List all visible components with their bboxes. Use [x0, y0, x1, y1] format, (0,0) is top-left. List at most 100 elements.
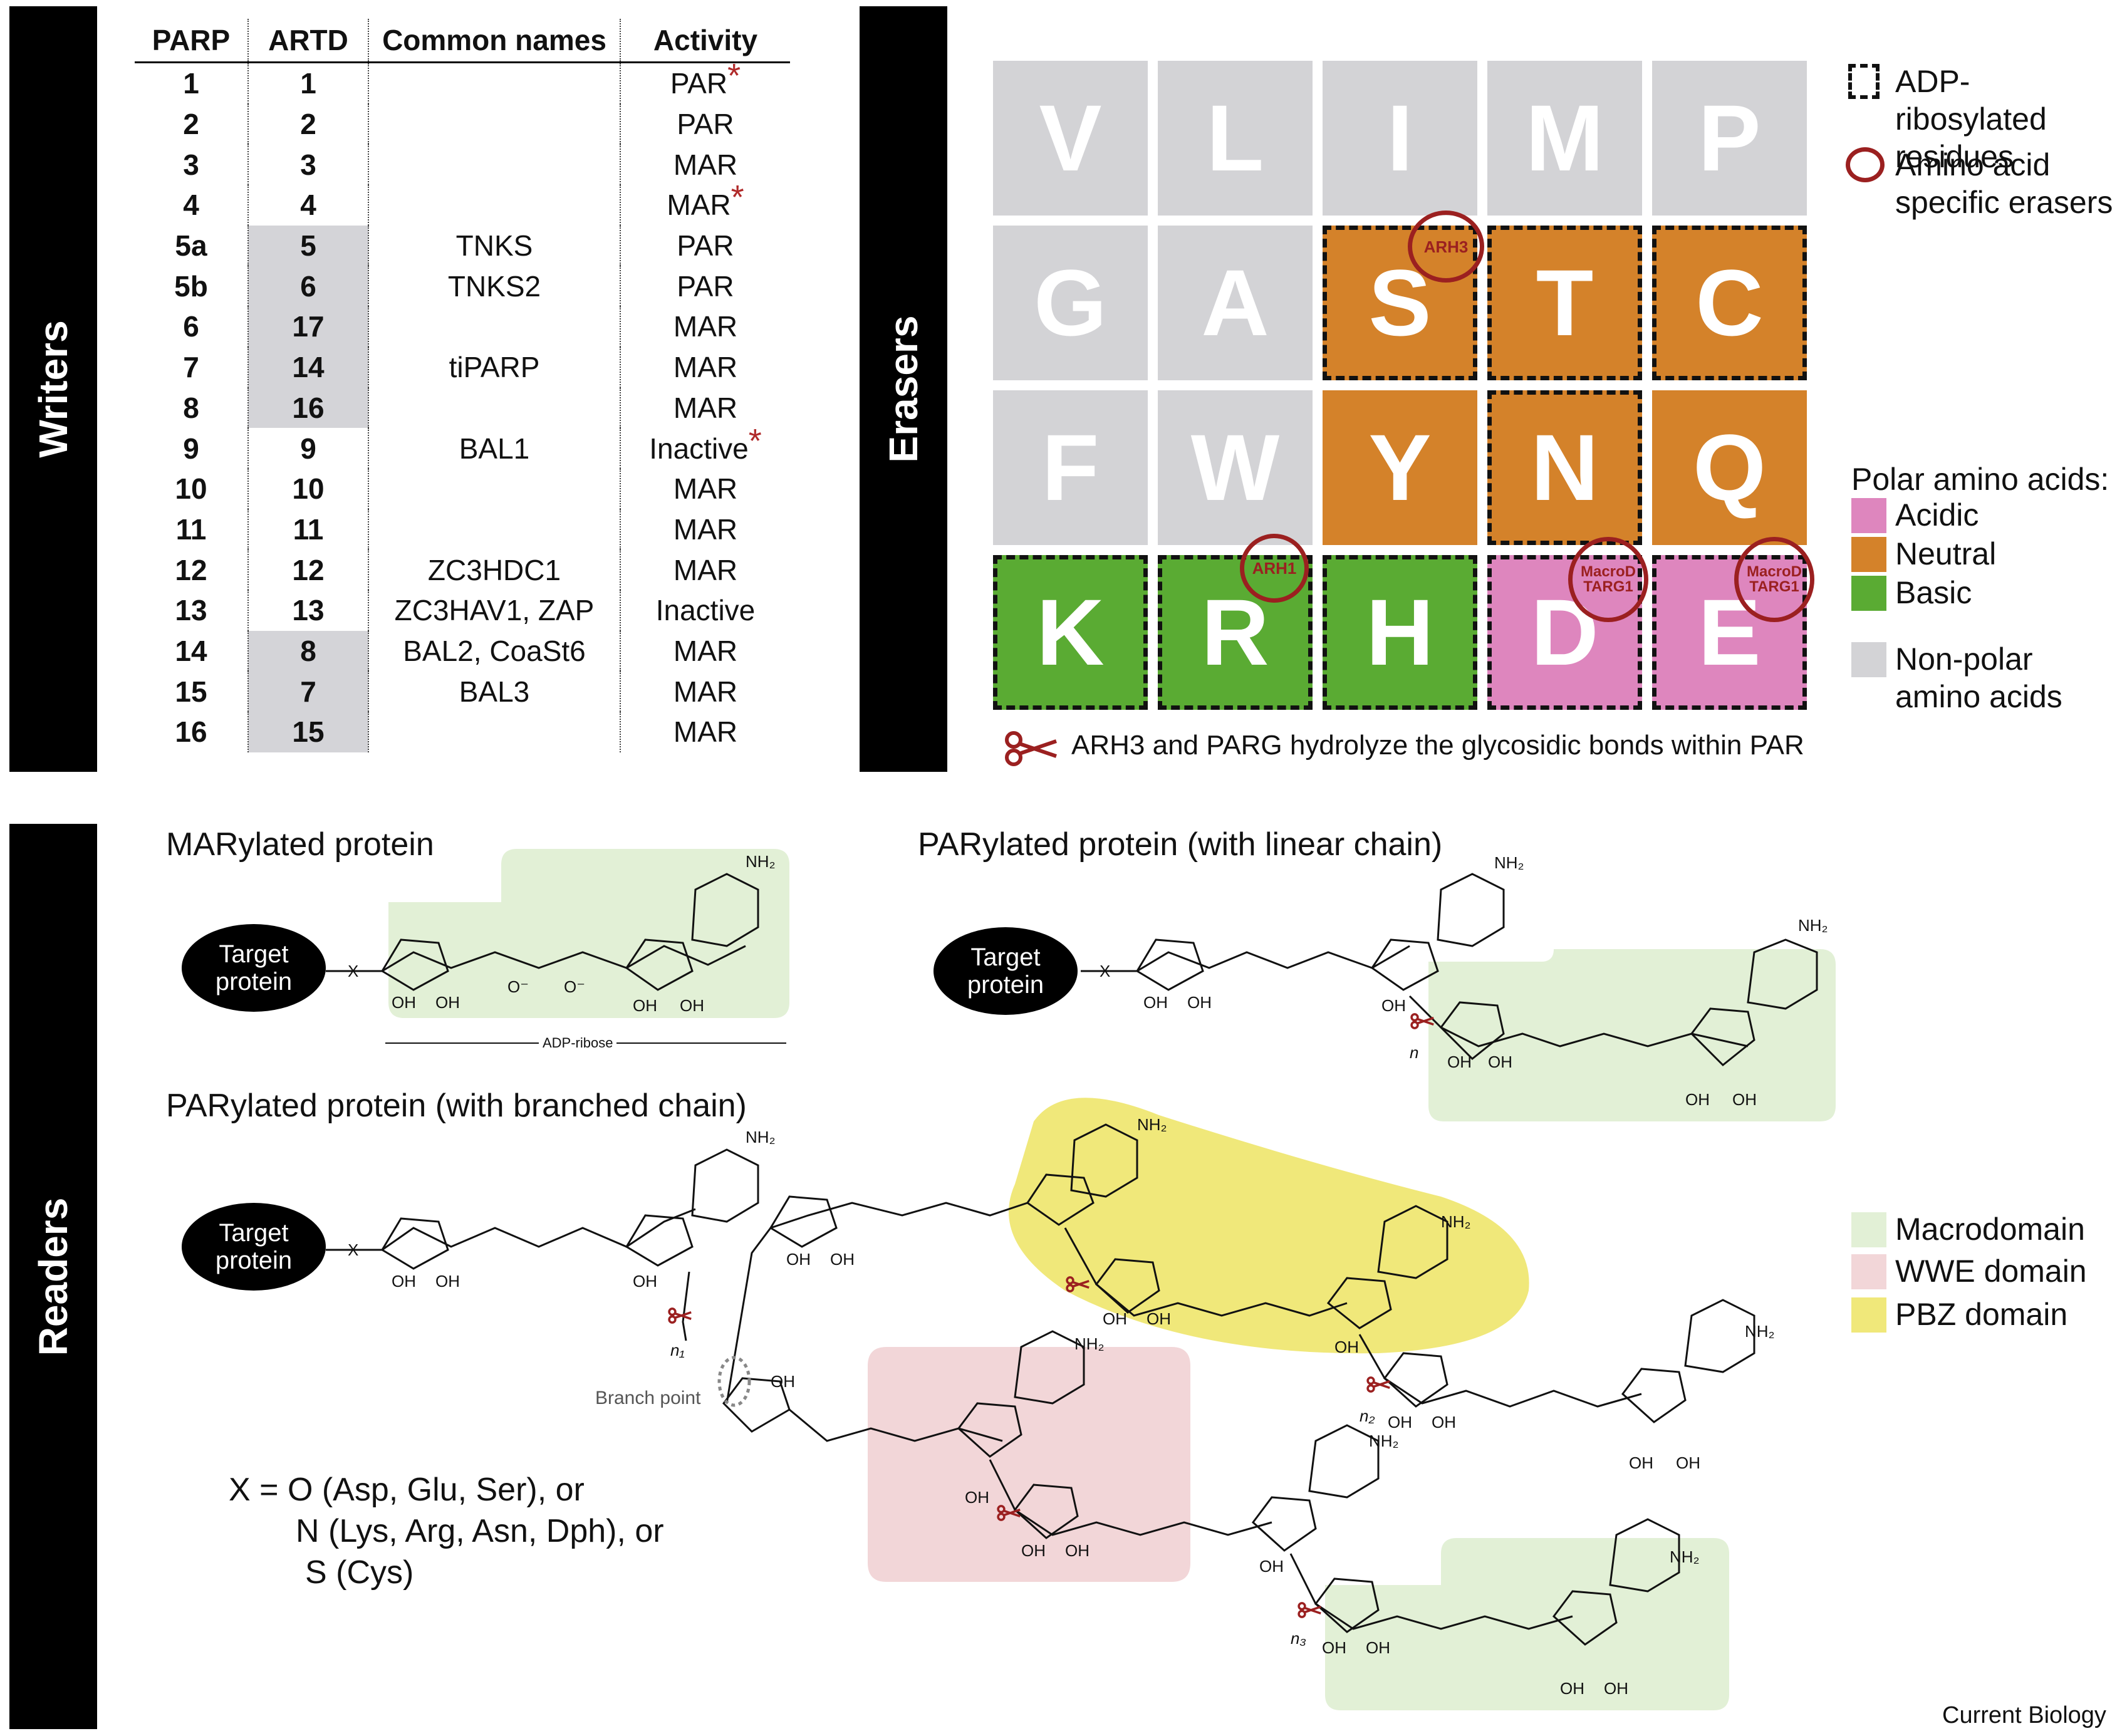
- cell-parp-text: 16: [175, 715, 207, 749]
- cell-activity-text: MAR: [673, 675, 738, 708]
- eraser-arh1: ARH1: [1240, 534, 1309, 603]
- cell-artd-text: 16: [292, 391, 325, 424]
- cell-parp-text: 10: [175, 472, 207, 506]
- oh-label: OH: [1388, 1413, 1412, 1432]
- scissors-icon-small-4: [1366, 1376, 1390, 1393]
- scissors-icon-small-1: [1410, 1013, 1434, 1029]
- cell-activity: PAR: [620, 103, 790, 145]
- asterisk-marker: *: [731, 179, 744, 217]
- branched-adenine-7: [1609, 1518, 1680, 1593]
- cell-artd: 8: [247, 630, 368, 672]
- cell-common-name-text: ZC3HAV1, ZAP: [394, 594, 595, 627]
- oh-label: OH: [633, 996, 657, 1015]
- linear-backbone-2: [1408, 995, 1749, 1047]
- amino-acid-tile-w: W: [1158, 390, 1313, 545]
- cell-common-name: [368, 387, 620, 429]
- oh-label: OH: [680, 996, 704, 1015]
- header-parp: PARP: [135, 19, 248, 63]
- swatch-nonpolar: [1851, 642, 1886, 677]
- cell-artd: 5: [247, 225, 368, 266]
- cell-artd-text: 1: [300, 67, 316, 100]
- scissors-icon: [1005, 731, 1057, 766]
- branched-backbone-main: [326, 1208, 696, 1251]
- cell-common-name: [368, 62, 620, 104]
- cell-artd: 4: [247, 185, 368, 226]
- cell-artd-text: 14: [292, 351, 325, 384]
- cell-common-name: BAL3: [368, 671, 620, 712]
- linear-ribose-4: [1690, 1007, 1755, 1067]
- target-protein-linear: Target protein: [933, 927, 1078, 1015]
- cell-parp: 10: [135, 469, 248, 509]
- cell-activity-text: MAR: [673, 512, 738, 546]
- nh2-label: NH₂: [1745, 1322, 1775, 1341]
- cell-artd-text: 4: [300, 189, 316, 222]
- cell-artd-text: 13: [292, 594, 325, 627]
- cell-artd: 16: [247, 387, 368, 429]
- cell-parp-text: 12: [175, 553, 207, 586]
- cell-artd-text: 3: [300, 148, 316, 181]
- cell-parp-text: 14: [175, 634, 207, 667]
- n2-label: n₂: [1360, 1406, 1375, 1425]
- cell-artd: 6: [247, 266, 368, 307]
- cell-parp-text: 5a: [175, 229, 207, 262]
- branched-adenine-4: [1684, 1299, 1755, 1373]
- nh2-label: NH₂: [1494, 853, 1524, 872]
- cell-activity-text: MAR: [673, 715, 738, 749]
- cell-parp-text: 3: [183, 148, 199, 181]
- oh-label: OH: [435, 1272, 460, 1291]
- branched-backbone-n2: [1358, 1334, 1642, 1408]
- cell-parp-text: 9: [183, 432, 199, 465]
- oh-label: OH: [1560, 1679, 1584, 1698]
- branched-adenine-5: [1014, 1330, 1085, 1405]
- cell-activity: MAR: [620, 549, 790, 590]
- asterisk-marker: *: [727, 57, 741, 95]
- cell-common-name: ZC3HAV1, ZAP: [368, 590, 620, 631]
- oh-label: OH: [1103, 1309, 1127, 1328]
- oh-label: OH: [435, 993, 460, 1012]
- legend-wwe: WWE domain: [1895, 1254, 2087, 1289]
- amino-acid-tile-k: K: [993, 555, 1148, 710]
- cell-artd-text: 9: [300, 432, 316, 465]
- cell-artd-text: 10: [292, 472, 325, 506]
- nh2-label: NH₂: [1670, 1547, 1700, 1566]
- branched-linker: [725, 1202, 1028, 1404]
- cell-parp-text: 8: [183, 391, 199, 424]
- legend-polar-title: Polar amino acids:: [1851, 462, 2109, 497]
- oh-label: OH: [1732, 1090, 1757, 1109]
- amino-acid-tile-c: C: [1652, 226, 1807, 380]
- cell-common-name: BAL2, CoaSt6: [368, 630, 620, 672]
- table-header-row: PARP ARTD Common names Activity: [135, 19, 790, 63]
- legend-adp-ribosylated: ADP-ribosylated residues: [1895, 64, 2047, 174]
- oh-label: OH: [1432, 1413, 1456, 1432]
- cell-artd-text: 8: [300, 634, 316, 667]
- amino-acid-tile-t: T: [1487, 226, 1642, 380]
- amino-acid-tile-v: V: [993, 61, 1148, 216]
- cell-artd: 9: [247, 428, 368, 469]
- cell-parp: 2: [135, 104, 248, 145]
- branched-ribose-11: [1251, 1496, 1317, 1552]
- par-branched-title: PARylated protein (with branched chain): [166, 1088, 747, 1124]
- cell-activity-text: MAR: [667, 189, 731, 222]
- cell-common-name: [368, 509, 620, 550]
- cell-activity-text: PAR: [677, 229, 734, 262]
- cell-artd-text: 6: [300, 269, 316, 303]
- linear-adenine-1: [1437, 873, 1505, 947]
- cell-parp: 12: [135, 549, 248, 590]
- cell-parp-text: 2: [183, 108, 199, 141]
- cell-activity: MAR: [620, 671, 790, 712]
- legend-acidic: Acidic: [1895, 497, 1979, 533]
- amino-acid-tile-g: G: [993, 226, 1148, 380]
- cell-activity: Inactive: [620, 590, 790, 631]
- x-label-branched: X: [348, 1240, 359, 1259]
- oh-label: OH: [786, 1250, 811, 1269]
- cell-activity-text: MAR: [673, 472, 738, 506]
- branched-ribose-12: [1314, 1577, 1380, 1633]
- branched-backbone-wwe: [789, 1408, 1003, 1442]
